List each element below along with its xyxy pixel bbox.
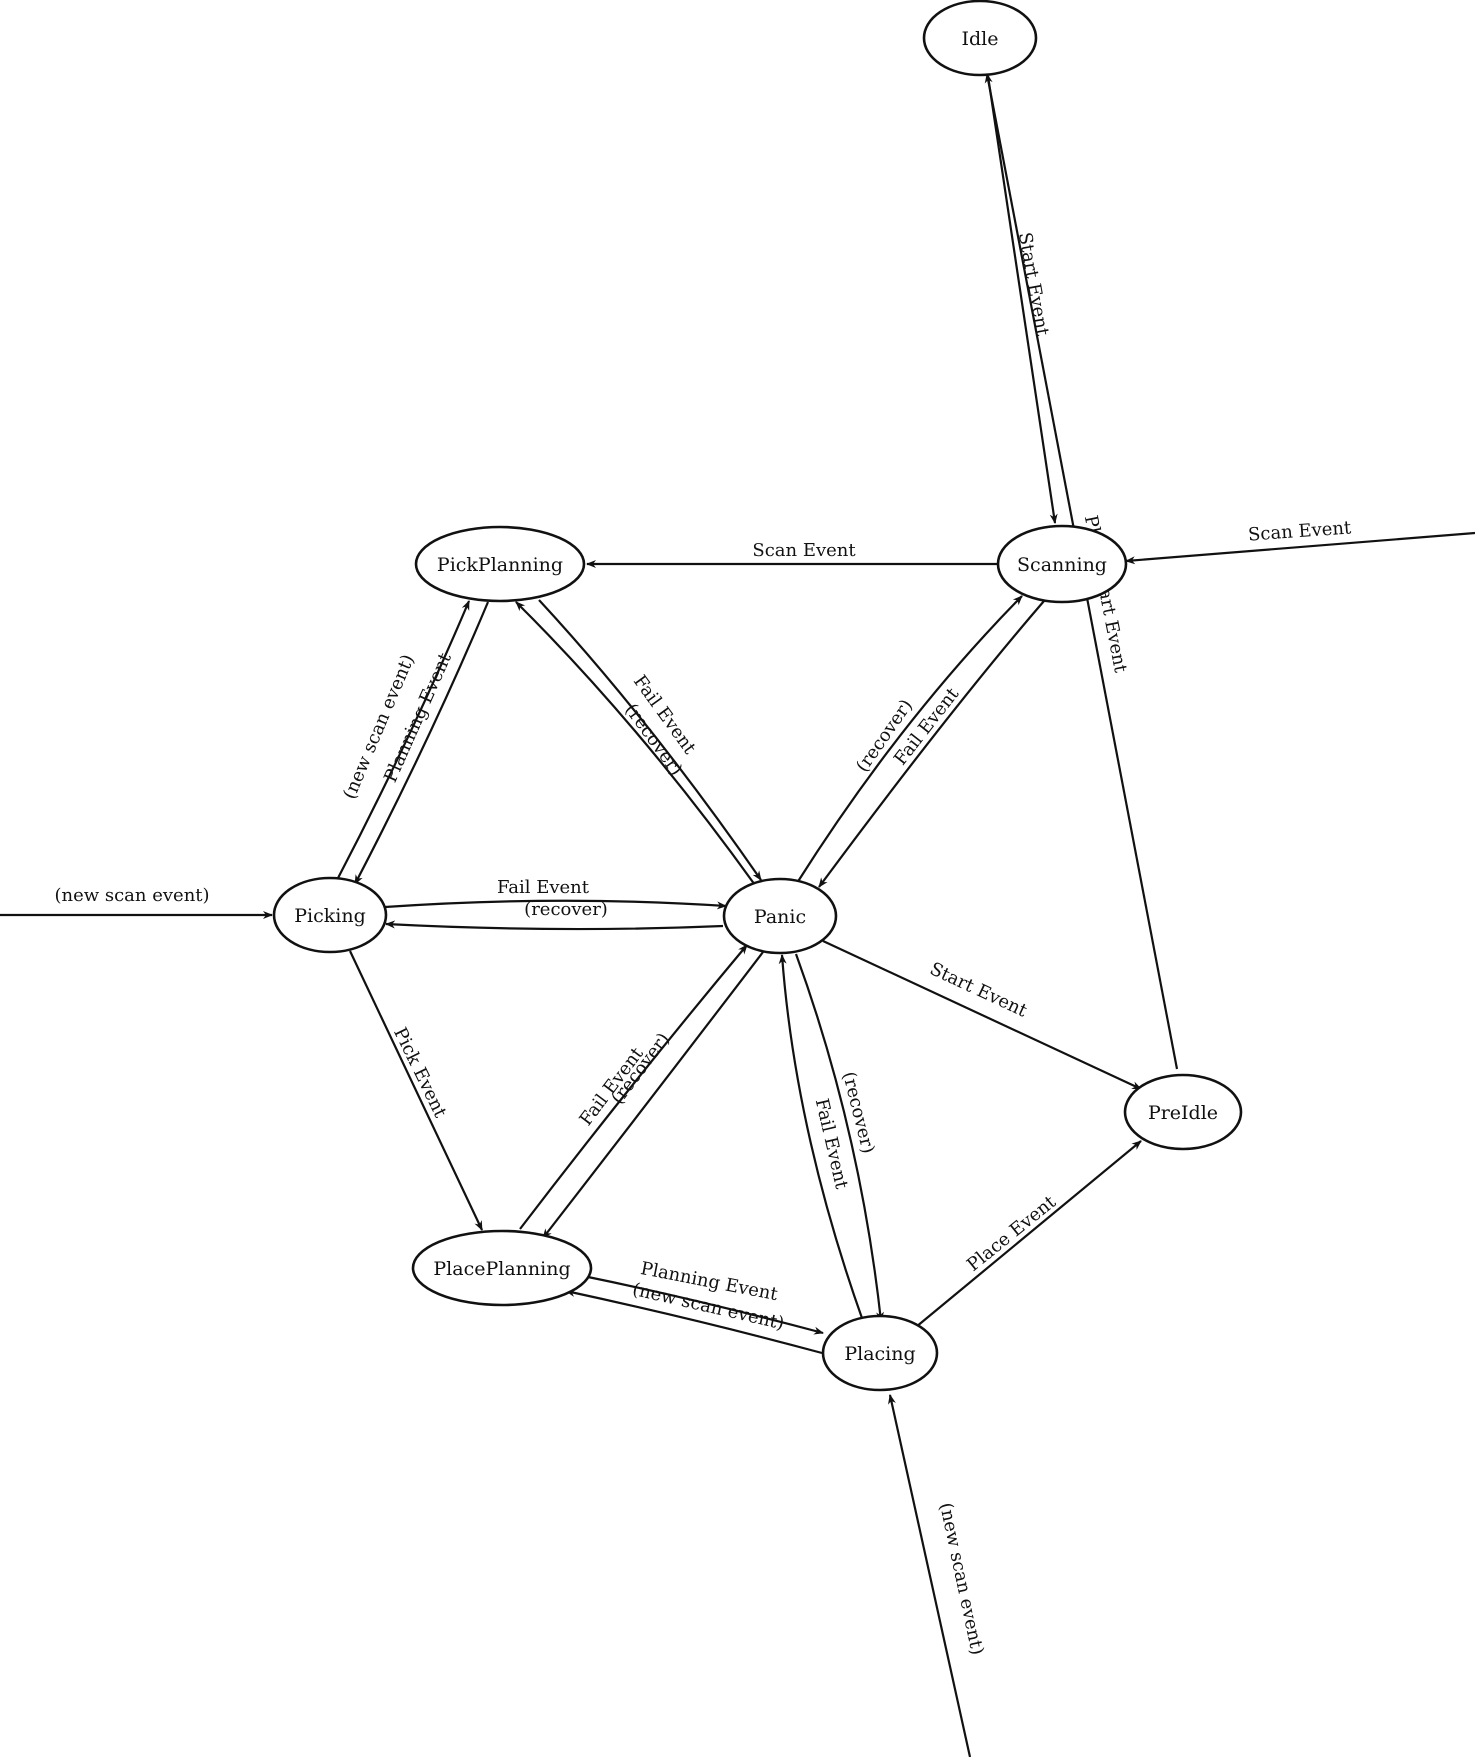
state-preidle: PreIdle [1123,1073,1243,1151]
edge-picking-to-placeplanning [349,950,483,1231]
edge-placing-to-preidle [915,1140,1142,1328]
state-pickplanning: PickPlanning [414,525,586,603]
edge-label: (new scan event) [54,885,209,906]
edge-picking-to-pickplanning [336,600,471,881]
edge-label: Place Event [963,1191,1061,1276]
edge-panic-to-placing [794,953,884,1322]
edge-placing-to-panic [778,954,865,1322]
edge-external-to-placing [888,1394,972,1757]
edge-panic-to-pickplanning [515,601,756,886]
edge-panic-to-placeplanning [542,951,764,1239]
edge-picking-to-panic [384,899,727,910]
state-label: Idle [962,28,999,50]
edge-external-to-scanning [1125,531,1475,565]
state-label: Placing [844,1343,915,1365]
state-placeplanning: PlacePlanning [411,1229,593,1307]
edge-label: Pick Event [389,1024,451,1121]
state-idle: Idle [922,0,1038,77]
edge-label: Scan Event [752,540,856,561]
edge-pickplanning-to-panic [538,599,762,881]
state-label: PickPlanning [437,554,563,576]
state-scanning: Scanning [996,524,1128,604]
state-label: Panic [754,906,806,928]
edge-placeplanning-to-placing [587,1275,824,1335]
edge-placing-to-placeplanning [565,1288,823,1355]
edge-label: Scan Event [1247,517,1352,545]
state-placing: Placing [821,1314,939,1392]
edge-placeplanning-to-panic [519,944,748,1230]
edge-panic-to-scanning [796,595,1023,884]
edge-scanning-to-panic [818,600,1045,888]
edge-pickplanning-to-picking [354,601,490,885]
state-label: PlacePlanning [433,1258,570,1280]
edge-label: Fail Event [497,877,590,898]
edge-label: Fail Event [811,1097,852,1192]
edge-idle-to-scanning [986,75,1058,524]
state-label: Picking [294,905,366,927]
edge-panic-to-picking [385,920,724,931]
state-picking: Picking [272,876,388,954]
edge-panic-to-preidle [822,940,1142,1090]
state-label: PreIdle [1148,1102,1218,1124]
state-panic: Panic [722,877,838,955]
state-label: Scanning [1017,554,1107,576]
edge-label: (recover) [524,899,608,920]
